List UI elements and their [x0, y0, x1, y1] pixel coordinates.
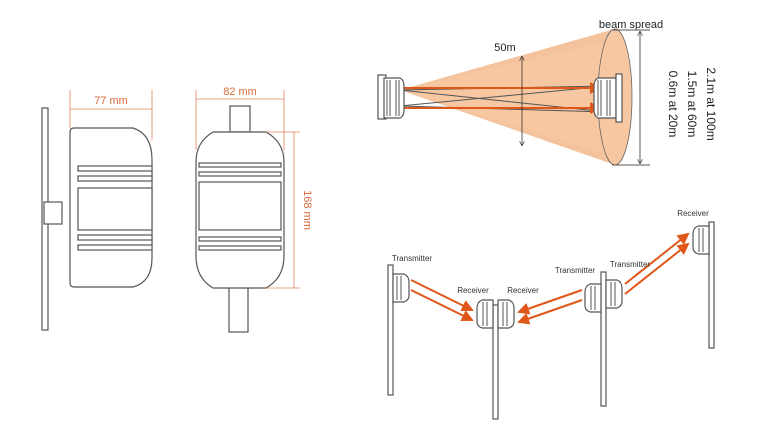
- beam-arrow-3b: [624, 242, 690, 295]
- pole-4: [708, 221, 715, 349]
- front-rib-top-1: [198, 162, 282, 168]
- sensor-pole3-right-transmitter: [605, 279, 623, 309]
- mounting-bracket: [43, 201, 63, 225]
- distance-label-60m: 1.5m at 60m: [685, 71, 699, 138]
- sensor-pole2-right-receiver: [497, 299, 515, 329]
- front-bottom-mount: [228, 283, 249, 333]
- label-receiver-2: Receiver: [507, 286, 539, 295]
- installation-layout: Transmitter Receiver Receiver Transmitte…: [387, 209, 715, 420]
- beam-arrow-1b: [410, 289, 474, 321]
- side-rib-bottom-2: [77, 244, 153, 251]
- side-rib-bottom-1: [77, 234, 153, 241]
- distance-label-20m: 0.6m at 20m: [666, 71, 680, 138]
- front-rib-bottom-1: [198, 236, 282, 242]
- front-width-label: 82 mm: [223, 86, 257, 98]
- sensor-pole3-left-transmitter: [584, 283, 602, 313]
- label-receiver-3: Receiver: [677, 209, 709, 218]
- pole-1: [387, 264, 394, 396]
- front-view: 82 mm 168 mm: [195, 86, 313, 333]
- beam-cone-inner: [400, 42, 604, 154]
- label-receiver-1: Receiver: [457, 286, 489, 295]
- transmitter-unit: [377, 74, 405, 120]
- front-rib-top-2: [198, 171, 282, 177]
- sensor-pole1-transmitter: [392, 273, 410, 303]
- side-width-label: 77 mm: [94, 95, 128, 107]
- distance-label-100m: 2.1m at 100m: [704, 67, 718, 140]
- label-transmitter-2: Transmitter: [555, 266, 595, 275]
- beam-arrow-3a: [624, 232, 690, 285]
- pole-3: [600, 271, 607, 407]
- front-rib-bottom-2: [198, 245, 282, 251]
- side-rib-top-2: [77, 175, 153, 182]
- beam-arrow-2b: [517, 299, 583, 325]
- beam-cross-line-2: [399, 85, 608, 107]
- side-view: 77 mm: [41, 90, 153, 331]
- label-transmitter-1: Transmitter: [392, 254, 432, 263]
- beam-arrow-2a: [517, 289, 583, 315]
- pole-2: [492, 304, 499, 420]
- receiver-unit: [593, 73, 623, 123]
- beam-spread-diagram: 50m beam spread 2.1m at 100m 1.5m at 60m…: [377, 19, 718, 166]
- front-window: [198, 181, 282, 231]
- side-rib-top-1: [77, 165, 153, 172]
- height-label: 168 mm: [301, 190, 313, 230]
- beam-spread-label: beam spread: [599, 19, 663, 31]
- label-transmitter-3: Transmitter: [610, 260, 650, 269]
- front-top-mount: [229, 105, 251, 133]
- sensor-pole2-left-receiver: [476, 299, 494, 329]
- sensor-pole4-receiver: [692, 225, 710, 255]
- beam-arrow-1a: [410, 279, 474, 311]
- gap-label: 50m: [494, 42, 515, 54]
- side-window: [77, 187, 153, 231]
